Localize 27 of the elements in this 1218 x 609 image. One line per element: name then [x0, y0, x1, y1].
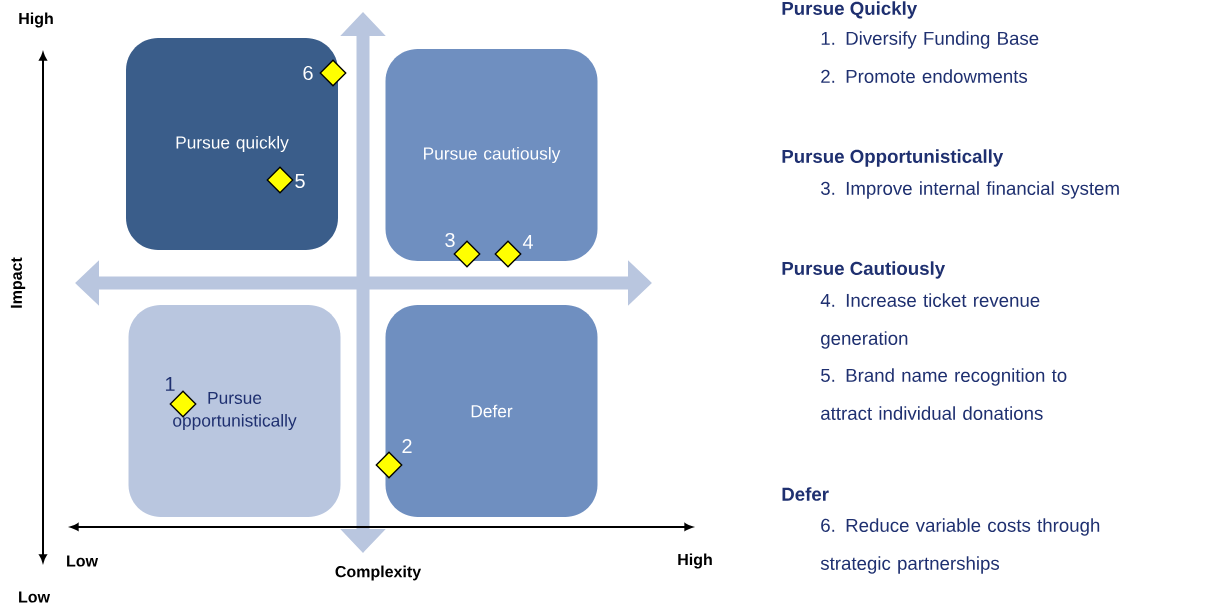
axis-label: High: [19, 12, 53, 28]
list-item: 2. Promote endowments: [821, 69, 1028, 83]
number-label: 5: [295, 174, 305, 188]
axis-label: Low: [67, 555, 99, 567]
section-heading: Defer: [782, 487, 829, 501]
diamond-marker: [375, 451, 403, 479]
number-label: 3: [445, 232, 455, 248]
axis-label: Impact: [10, 257, 26, 308]
section-heading: Pursue Opportunistically: [782, 149, 1004, 167]
axis-label: Low: [19, 591, 51, 603]
section-heading: Pursue Quickly: [782, 1, 918, 19]
number-label: 6: [303, 65, 313, 81]
diamond-marker: [319, 59, 347, 87]
list-item: 1. Diversify Funding Base: [821, 31, 1039, 49]
section-heading: Pursue Cautiously: [782, 261, 946, 279]
diamond-marker: [494, 240, 522, 268]
list-item: 3. Improve internal financial system: [821, 181, 1119, 199]
list-item: 4. Increase ticket revenue generation: [820, 293, 1040, 349]
axis-label: High: [678, 553, 712, 569]
list-item: 5. Brand name recognition to attract individual donations: [821, 368, 1067, 420]
number-label: 4: [522, 235, 533, 249]
diamond-marker: [453, 240, 481, 268]
diamond-marker: [266, 166, 294, 194]
number-label: 2: [402, 439, 412, 453]
axis-label: Complexity: [335, 565, 422, 581]
list-item: 6. Reduce variable costs through strategic partnerships: [820, 518, 1100, 574]
number-label: 1: [165, 377, 175, 391]
